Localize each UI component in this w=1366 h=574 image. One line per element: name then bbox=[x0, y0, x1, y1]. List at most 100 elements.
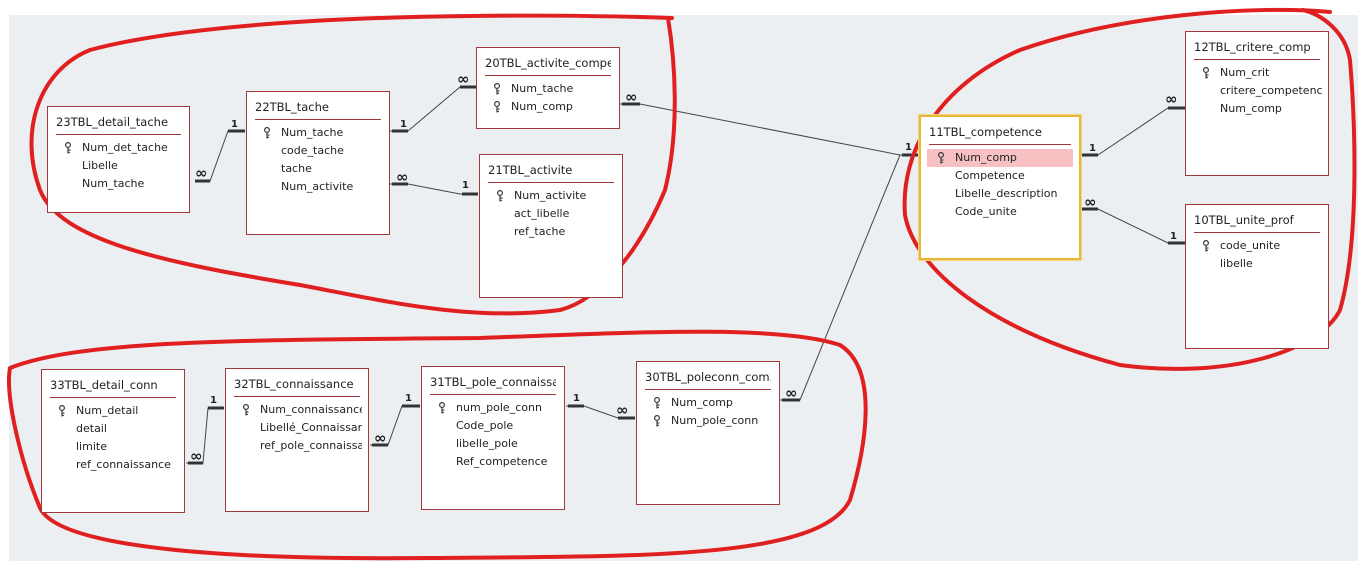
table-title[interactable]: 30TBL_poleconn_com... bbox=[645, 370, 771, 390]
field-row[interactable]: tache bbox=[253, 160, 383, 178]
table-title[interactable]: 23TBL_detail_tache bbox=[56, 115, 181, 135]
table-12tbl-critere-comp[interactable]: 12TBL_critere_comp Num_crit critere_compe… bbox=[1185, 31, 1329, 176]
field-row[interactable]: Num_tache bbox=[253, 124, 383, 142]
rel-one-label: 1 bbox=[400, 119, 407, 130]
table-title[interactable]: 10TBL_unite_prof bbox=[1194, 213, 1320, 233]
field-name: ref_tache bbox=[514, 225, 566, 238]
table-title[interactable]: 32TBL_connaissance bbox=[234, 377, 360, 397]
field-row[interactable]: Num_comp bbox=[927, 149, 1073, 167]
field-name: detail bbox=[76, 422, 107, 435]
field-row[interactable]: detail bbox=[48, 420, 178, 438]
table-title[interactable]: 11TBL_competence bbox=[929, 125, 1071, 145]
field-name: Num_comp bbox=[671, 396, 733, 409]
field-row[interactable]: ref_tache bbox=[486, 223, 616, 241]
primary-key-icon bbox=[1202, 67, 1210, 79]
field-row[interactable]: Code_pole bbox=[428, 417, 558, 435]
field-name: critere_competence bbox=[1220, 84, 1322, 97]
field-row[interactable]: Libelle bbox=[54, 157, 183, 175]
rel-one-label: 1 bbox=[1089, 143, 1096, 154]
field-list: Num_activite act_libelle ref_tache bbox=[480, 187, 622, 241]
primary-key-icon bbox=[58, 405, 66, 417]
field-row[interactable]: act_libelle bbox=[486, 205, 616, 223]
field-row[interactable]: Num_comp bbox=[1192, 100, 1322, 118]
rel-one-label: 1 bbox=[573, 393, 580, 404]
rel-20-11 bbox=[620, 103, 918, 156]
rel-one-label: 1 bbox=[1170, 231, 1177, 242]
field-name: Code_pole bbox=[456, 419, 514, 432]
table-title[interactable]: 21TBL_activite bbox=[488, 163, 614, 183]
table-20tbl-activite-competence[interactable]: 20TBL_activite_compe... Num_tacheNum_com… bbox=[476, 47, 620, 129]
field-row[interactable]: Num_activite bbox=[253, 178, 383, 196]
field-name: ref_pole_connaissan bbox=[260, 439, 362, 452]
field-name: limite bbox=[76, 440, 107, 453]
field-row[interactable]: Libellé_Connaissance bbox=[232, 419, 362, 437]
field-name: Code_unite bbox=[955, 205, 1017, 218]
rel-many-label: ∞ bbox=[396, 168, 409, 186]
field-name: Num_comp bbox=[1220, 102, 1282, 115]
field-row[interactable]: Num_detail bbox=[48, 402, 178, 420]
rel-many-label: ∞ bbox=[457, 70, 470, 88]
primary-key-icon bbox=[496, 190, 504, 202]
field-row[interactable]: critere_competence bbox=[1192, 82, 1322, 100]
table-title[interactable]: 20TBL_activite_compe... bbox=[485, 56, 611, 76]
field-row[interactable]: ref_connaissance bbox=[48, 456, 178, 474]
field-name: Num_tache bbox=[511, 82, 574, 95]
field-row[interactable]: Num_comp bbox=[643, 394, 773, 412]
field-row[interactable]: Num_crit bbox=[1192, 64, 1322, 82]
field-row[interactable]: num_pole_conn bbox=[428, 399, 558, 417]
field-row[interactable]: code_unite bbox=[1192, 237, 1322, 255]
field-row[interactable]: Num_pole_conn bbox=[643, 412, 773, 430]
rel-11-12 bbox=[1081, 107, 1185, 156]
table-title[interactable]: 33TBL_detail_conn bbox=[50, 378, 176, 398]
table-title[interactable]: 22TBL_tache bbox=[255, 100, 381, 120]
field-name: Num_crit bbox=[1220, 66, 1270, 79]
field-row[interactable]: Code_unite bbox=[927, 203, 1073, 221]
field-row[interactable]: ref_pole_connaissan bbox=[232, 437, 362, 455]
field-name: tache bbox=[281, 162, 312, 175]
field-name: code_unite bbox=[1220, 239, 1281, 252]
field-row[interactable]: Num_comp bbox=[483, 98, 613, 116]
table-title[interactable]: 31TBL_pole_connaissa... bbox=[430, 375, 556, 395]
field-row[interactable]: Num_activite bbox=[486, 187, 616, 205]
table-31tbl-pole-connaissance[interactable]: 31TBL_pole_connaissa... num_pole_connCod… bbox=[421, 366, 565, 510]
field-row[interactable]: Num_det_tache bbox=[54, 139, 183, 157]
rel-many-label: ∞ bbox=[625, 88, 638, 106]
table-title[interactable]: 12TBL_critere_comp bbox=[1194, 40, 1320, 60]
rel-many-label: ∞ bbox=[1084, 193, 1097, 211]
field-name: code_tache bbox=[281, 144, 344, 157]
field-row[interactable]: Ref_competence bbox=[428, 453, 558, 471]
field-row[interactable]: libelle_pole bbox=[428, 435, 558, 453]
annotation-loop-right bbox=[902, 7, 1357, 371]
primary-key-icon bbox=[653, 415, 661, 427]
field-row[interactable]: Num_tache bbox=[54, 175, 183, 193]
field-row[interactable]: limite bbox=[48, 438, 178, 456]
primary-key-icon bbox=[242, 404, 250, 416]
field-name: act_libelle bbox=[514, 207, 570, 220]
field-row[interactable]: libelle bbox=[1192, 255, 1322, 273]
rel-30-11 bbox=[780, 154, 901, 401]
annotation-loop-top-left bbox=[29, 13, 677, 316]
field-row[interactable]: Competence bbox=[927, 167, 1073, 185]
field-name: Num_tache bbox=[281, 126, 344, 139]
rel-one-label: 1 bbox=[462, 180, 469, 191]
field-row[interactable]: Num_connaissance bbox=[232, 401, 362, 419]
field-row[interactable]: code_tache bbox=[253, 142, 383, 160]
rel-one-label: 1 bbox=[905, 142, 912, 153]
field-row[interactable]: Num_tache bbox=[483, 80, 613, 98]
field-name: libelle bbox=[1220, 257, 1253, 270]
field-name: Num_activite bbox=[281, 180, 354, 193]
field-row[interactable]: Libelle_description bbox=[927, 185, 1073, 203]
